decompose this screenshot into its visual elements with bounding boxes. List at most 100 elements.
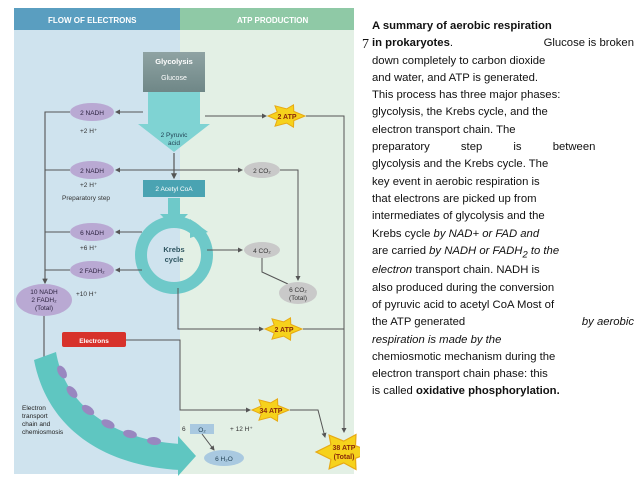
text-l15b: transport chain. NADH is [415, 264, 540, 277]
text-l3: down completely to carbon dioxide [372, 54, 546, 67]
text-l2: Glucose is broken [543, 37, 634, 50]
electron-collect-line [42, 111, 70, 285]
co2-total-ellipse [279, 282, 317, 304]
o2-coefficient: 6 [182, 426, 186, 433]
o2-to-water-line [201, 433, 215, 451]
fadh2-ellipse [70, 261, 114, 279]
etc-label-2: transport [22, 413, 48, 420]
text-line-19: respiration is made by the [372, 332, 634, 349]
co2-total-label-1: 6 CO₂ [289, 287, 307, 294]
atp-total-label-2: (Total) [334, 454, 355, 461]
text-l12: intermediates of glycolysis and the [372, 210, 545, 223]
text-l14a: are carried [372, 244, 426, 257]
aerobic-respiration-diagram: FLOW OF ELECTRONS ATP PRODUCTION Glycoly… [14, 8, 360, 476]
electron-4 [101, 419, 115, 429]
co2-prep-label: 2 CO₂ [253, 168, 271, 175]
water-label: 6 H₂O [215, 456, 233, 463]
krebs-label-1: Krebs [163, 245, 184, 254]
text-line-13: Krebs cycle by NAD+ or FAD and [372, 226, 634, 243]
total-carriers-ellipse [16, 284, 72, 316]
o2-box [190, 424, 214, 434]
header-flow-of-electrons: FLOW OF ELECTRONS [48, 16, 137, 25]
header-atp-production: ATP PRODUCTION [237, 16, 308, 25]
pyruvic-acid-label-1: 2 Pyruvic [161, 132, 188, 139]
etc-label-1: Electron [22, 405, 46, 412]
text-l13a: Krebs cycle [372, 227, 431, 240]
text-l4: and water, and ATP is generated. [372, 71, 539, 84]
atp-etc-star [250, 397, 291, 423]
h-prep-label: +2 H⁺ [80, 182, 98, 189]
krebs-label-2: cycle [165, 255, 184, 264]
acetyl-coa-box [143, 180, 205, 197]
page-number: 7 [362, 37, 369, 52]
header-bar-left [14, 8, 180, 30]
nadh-krebs-label: 6 NADH [80, 230, 104, 237]
text-l21: electron transport chain phase: this [372, 368, 548, 381]
electrons-label: Electrons [79, 338, 109, 345]
h-krebs-label: +6 H⁺ [80, 245, 98, 252]
total-label: (Total) [35, 305, 53, 312]
co2-krebs-ellipse [244, 242, 280, 258]
nadh-glycolysis-ellipse [70, 103, 114, 121]
atp-total-label-1: 38 ATP [333, 445, 356, 452]
text-line-1: A summary of aerobic respiration [372, 18, 634, 35]
text-line-2: in prokaryotes.Glucose is broken [372, 35, 634, 52]
text-l10: key event in aerobic respiration is [372, 175, 540, 188]
electron-1 [57, 365, 67, 379]
text-l18a: the ATP generated [372, 316, 466, 329]
glycolysis-down-arrow [138, 92, 210, 152]
total-nadh-label: 10 NADH [30, 289, 58, 296]
text-l15a: electron [372, 264, 413, 277]
text-l8: preparatory step is between [372, 141, 596, 154]
etc-label-3: chain and [22, 421, 51, 428]
electron-6 [147, 436, 161, 446]
pyruvic-acid-label-2: acid [168, 140, 180, 147]
fadh2-label: 2 FADH₂ [79, 268, 105, 275]
krebs-to-atp-line [177, 288, 264, 332]
text-line-15: electron transport chain. NADH is [372, 262, 634, 279]
preparatory-step-label: Preparatory step [62, 195, 110, 202]
glucose-label: Glucose [161, 75, 187, 82]
o2-label: O₂ [198, 427, 206, 434]
atp-krebs-star [263, 316, 304, 342]
text-l13b: by NAD+ or FAD and [433, 227, 540, 240]
atp-krebs-label: 2 ATP [274, 327, 293, 334]
summary-title: A summary of aerobic respiration [372, 20, 552, 32]
header-bar-right [180, 8, 354, 30]
electron-2 [66, 386, 78, 398]
nadh-prep-label: 2 NADH [80, 168, 104, 175]
atp-etc-to-total-line [290, 409, 327, 438]
h-glycolysis-label: +2 H⁺ [80, 128, 98, 135]
text-l16: also produced during the conversion [372, 281, 555, 294]
co2-krebs-to-total-line [261, 258, 289, 285]
glycolysis-box [143, 52, 205, 92]
etc-label-4: chemiosmosis [22, 429, 64, 436]
atp-sum-line [306, 115, 347, 433]
text-l11: that electrons are picked up from [372, 192, 537, 205]
acetyl-coa-label: 2 Acetyl CoA [155, 186, 193, 193]
glycolysis-title: Glycolysis [155, 57, 193, 66]
text-l7: electron transport chain. The [372, 123, 516, 136]
text-l14c: to the [530, 244, 560, 257]
h-total-label: +10 H⁺ [76, 291, 98, 298]
krebs-cycle-arrowhead [190, 219, 208, 238]
nadh-krebs-ellipse [70, 223, 114, 241]
text-l9: glycolysis and the Krebs cycle. The [372, 158, 549, 171]
atp-glycolysis-star [266, 103, 307, 129]
nadh-prep-ellipse [70, 161, 114, 179]
etc-band [34, 352, 180, 470]
electrons-to-atp-line [126, 339, 251, 413]
text-l5: This process has three major phases: [372, 89, 561, 102]
summary-text: A summary of aerobic respiration in prok… [372, 18, 634, 401]
text-l14-sub: 2 [522, 248, 528, 260]
electron-5 [123, 429, 137, 439]
nadh-glycolysis-label: 2 NADH [80, 110, 104, 117]
acetyl-into-krebs-arrow [160, 198, 188, 228]
electrons-bar [62, 332, 126, 347]
text-l6: glycolysis, the Krebs cycle, and the [372, 106, 548, 119]
text-line-22: is called oxidative phosphorylation. [372, 383, 634, 400]
co2-prep-ellipse [244, 162, 280, 178]
text-l17: of pyruvic acid to acetyl CoA Most of [372, 299, 555, 311]
atp-etc-label: 34 ATP [260, 408, 283, 415]
